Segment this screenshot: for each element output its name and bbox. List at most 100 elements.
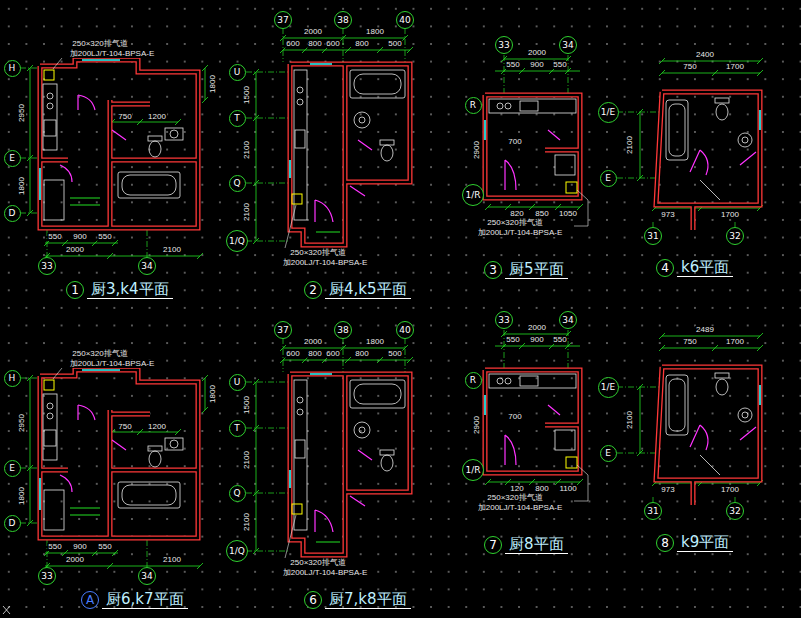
axis-bubble: D bbox=[4, 205, 21, 222]
axis-bubble: H bbox=[4, 60, 21, 77]
plan-title: A厨6,k7平面 bbox=[81, 591, 188, 610]
axis-label: 34 bbox=[562, 41, 573, 50]
axis-label: 33 bbox=[41, 572, 52, 581]
dimension-text: 1800 bbox=[365, 338, 385, 346]
dimension-text: 1800 bbox=[209, 384, 217, 404]
axis-bubble: E bbox=[4, 150, 21, 167]
dimension-text: 2000 bbox=[527, 324, 547, 332]
axis-label: T bbox=[234, 424, 240, 433]
axis-label: U bbox=[234, 378, 241, 387]
ucs-icon bbox=[3, 606, 10, 614]
dimension-text: 550 bbox=[47, 543, 62, 551]
dimension-text: 550 bbox=[97, 543, 112, 551]
dimension-text: 1700 bbox=[720, 211, 740, 219]
dimension-text: 2100 bbox=[243, 202, 251, 222]
axis-bubble: 37 bbox=[274, 11, 292, 29]
dimension-text: 750 bbox=[682, 338, 697, 346]
axis-bubble: 33 bbox=[38, 567, 56, 585]
axis-label: R bbox=[470, 376, 476, 385]
axis-bubble: 40 bbox=[396, 11, 414, 29]
dimension-text: 2000 bbox=[303, 338, 323, 346]
axis-label: 33 bbox=[498, 316, 509, 325]
note-text: 加200LJ/T-104-BPSA-E bbox=[477, 229, 563, 237]
plan-drawing bbox=[482, 330, 588, 501]
axis-label: 32 bbox=[729, 507, 740, 516]
dimension-text: 550 bbox=[505, 61, 520, 69]
plan-drawing bbox=[20, 58, 208, 259]
dimension-text: 2100 bbox=[243, 140, 251, 160]
dimension-text: 2000 bbox=[527, 49, 547, 57]
axis-bubble: E bbox=[600, 170, 617, 187]
plan-drawing bbox=[482, 55, 588, 226]
axis-bubble: R bbox=[465, 372, 482, 389]
dimension-text: 1800 bbox=[209, 74, 217, 94]
dimension-text: 1700 bbox=[725, 63, 745, 71]
axis-label: R bbox=[470, 101, 476, 110]
axis-bubble: 33 bbox=[495, 311, 513, 329]
axis-label: 1/Q bbox=[229, 237, 245, 246]
dimension-text: 800 bbox=[354, 350, 369, 358]
dimension-text: 1500 bbox=[243, 395, 251, 415]
dimension-text: 2100 bbox=[626, 135, 634, 155]
dimension-text: 2000 bbox=[65, 556, 85, 564]
axis-bubble: 37 bbox=[274, 321, 292, 339]
axis-label: E bbox=[605, 449, 611, 458]
dimension-text: 2900 bbox=[473, 415, 481, 435]
dimension-text: 120 bbox=[509, 485, 524, 493]
plan-title: 4k6平面 bbox=[656, 259, 733, 278]
axis-label: 31 bbox=[647, 232, 658, 241]
axis-bubble: 33 bbox=[495, 36, 513, 54]
title-number: 2 bbox=[304, 281, 322, 299]
dimension-text: 500 bbox=[387, 350, 402, 358]
axis-bubble: 1/Q bbox=[226, 540, 248, 562]
axis-label: 1/Q bbox=[229, 547, 245, 556]
title-number: 7 bbox=[484, 536, 502, 554]
dimension-text: 2000 bbox=[303, 28, 323, 36]
title-text: 厨8平面 bbox=[505, 536, 568, 555]
axis-label: E bbox=[9, 154, 15, 163]
axis-bubble: 40 bbox=[396, 321, 414, 339]
axis-label: 33 bbox=[41, 262, 52, 271]
axis-label: 32 bbox=[729, 232, 740, 241]
dimension-text: 2950 bbox=[18, 103, 26, 123]
plan-title: 6厨7,k8平面 bbox=[304, 591, 411, 610]
dimension-text: 600 bbox=[325, 350, 340, 358]
title-text: k6平面 bbox=[677, 259, 733, 278]
axis-bubble: 32 bbox=[726, 502, 744, 520]
dimension-text: 700 bbox=[507, 413, 522, 421]
dimension-text: 1800 bbox=[365, 28, 385, 36]
title-number: 3 bbox=[484, 261, 502, 279]
axis-bubble: 31 bbox=[644, 227, 662, 245]
title-number: 8 bbox=[656, 534, 674, 552]
axis-label: 34 bbox=[562, 316, 573, 325]
dimension-text: 550 bbox=[552, 61, 567, 69]
note-text: 加200LJ/T-104-BPSA-E bbox=[477, 504, 563, 512]
axis-bubble: U bbox=[229, 374, 246, 391]
axis-label: E bbox=[9, 464, 15, 473]
dimension-text: 850 bbox=[534, 210, 549, 218]
title-number: 4 bbox=[656, 259, 674, 277]
title-text: 厨5平面 bbox=[505, 261, 568, 280]
title-text: 厨7,k8平面 bbox=[325, 591, 411, 610]
dimension-text: 1050 bbox=[558, 210, 578, 218]
plan-title: 2厨4,k5平面 bbox=[304, 281, 411, 300]
note-text: 250×320排气道 bbox=[289, 559, 346, 567]
title-number: 6 bbox=[304, 591, 322, 609]
dimension-text: 973 bbox=[660, 486, 675, 494]
dimension-text: 2100 bbox=[243, 512, 251, 532]
dimension-text: 600 bbox=[325, 40, 340, 48]
dimension-text: 800 bbox=[307, 350, 322, 358]
axis-label: 37 bbox=[277, 326, 288, 335]
axis-label: 1/E bbox=[601, 108, 615, 117]
axis-label: 38 bbox=[337, 326, 348, 335]
dimension-text: 900 bbox=[529, 61, 544, 69]
dimension-text: 800 bbox=[307, 40, 322, 48]
dimension-text: 973 bbox=[660, 211, 675, 219]
dimension-text: 900 bbox=[72, 233, 87, 241]
note-text: 加200LJ/T-104-BPSA-E bbox=[69, 360, 155, 368]
note-text: 250×320排气道 bbox=[71, 350, 128, 358]
title-text: 厨3,k4平面 bbox=[87, 281, 173, 300]
axis-label: D bbox=[9, 519, 16, 528]
title-number: 1 bbox=[66, 281, 84, 299]
